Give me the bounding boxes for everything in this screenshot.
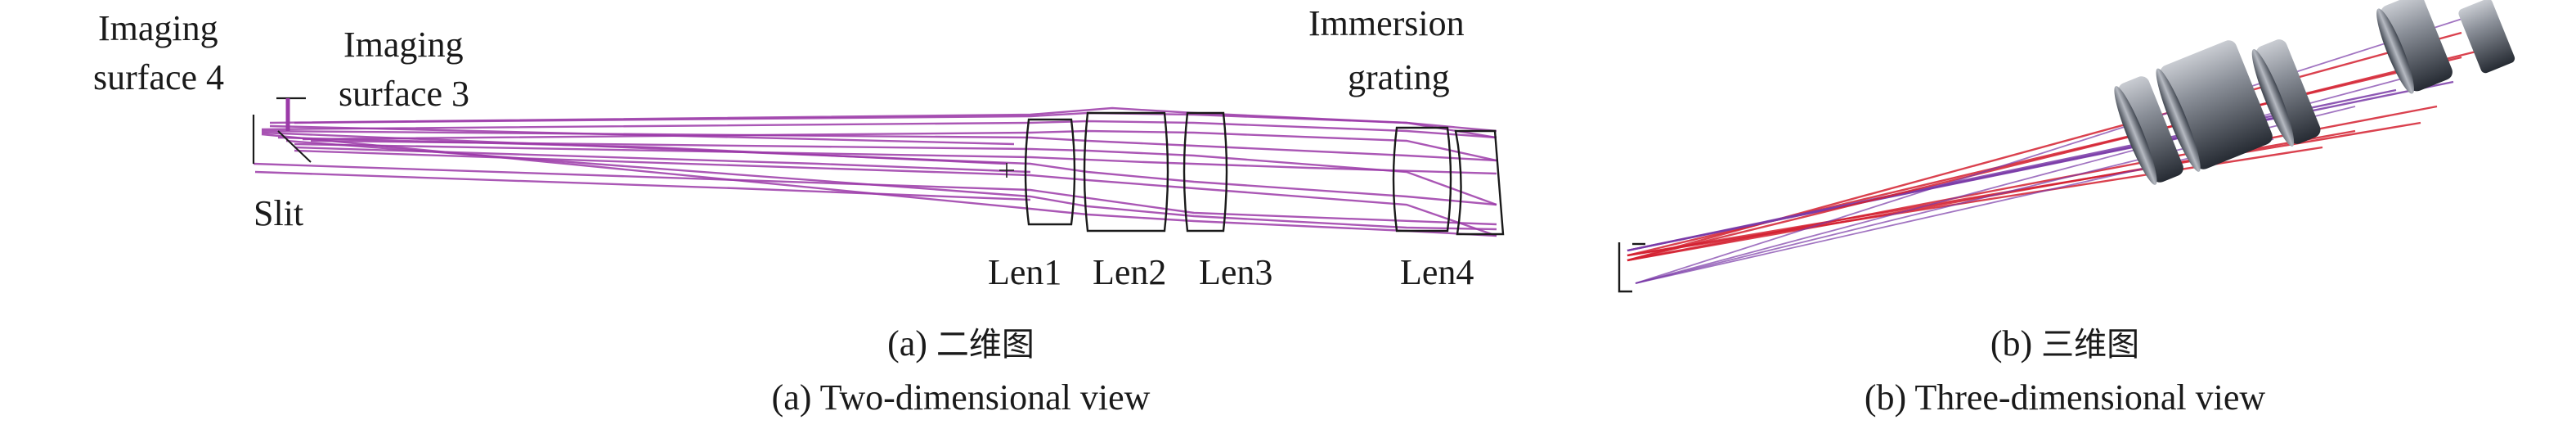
caption-3d-chinese: 三维图 bbox=[2041, 326, 2140, 364]
ray-2d-1 bbox=[261, 129, 1497, 162]
lens-3d-4-body bbox=[2381, 0, 2453, 92]
ray-2d-15 bbox=[294, 149, 1497, 237]
ray-2d-9 bbox=[253, 162, 1497, 226]
panel-3d-view: (b) 三维图 (b) Three-dimensional view bbox=[1554, 0, 2576, 429]
ray-2d-0 bbox=[261, 120, 1497, 139]
lens-cylinders-3d bbox=[2114, 0, 2515, 185]
ray-2d-8 bbox=[277, 136, 1007, 165]
len1-outline bbox=[1024, 118, 1076, 226]
label-imaging-surface-4-line2: surface 4 bbox=[93, 57, 225, 97]
immersion-grating-outline bbox=[1454, 129, 1505, 236]
label-imaging-surface-3-line1: Imaging bbox=[343, 25, 464, 65]
immersion-grating-3d-body bbox=[2458, 0, 2515, 74]
ray-2d-7 bbox=[294, 146, 1031, 174]
label-imaging-surface-3-line2: surface 3 bbox=[339, 74, 470, 114]
label-len2: Len2 bbox=[1093, 252, 1167, 292]
lens-3d-1-body bbox=[2118, 76, 2183, 183]
ray-bundle-2d bbox=[253, 106, 1497, 237]
ray-2d-14 bbox=[310, 139, 1497, 206]
ray-2d-10 bbox=[254, 170, 1031, 201]
len2-outline bbox=[1083, 111, 1169, 233]
len3-outline bbox=[1183, 111, 1228, 233]
lens-3d-3-face bbox=[2251, 49, 2295, 147]
lens-3d-3-body bbox=[2255, 39, 2321, 144]
immersion-grating-3d bbox=[2458, 0, 2515, 74]
caption-3d-en: (b) Three-dimensional view bbox=[1864, 377, 2266, 418]
lens-outlines-2d bbox=[1024, 111, 1505, 236]
lens-3d-3 bbox=[2251, 39, 2321, 147]
caption-2d-en: (a) Two-dimensional view bbox=[771, 377, 1151, 418]
ray-2d-13 bbox=[302, 129, 1497, 162]
ray-2d-5 bbox=[285, 139, 1497, 231]
label-len1: Len1 bbox=[988, 252, 1062, 292]
caption-2d-prefix: (a) bbox=[887, 323, 927, 364]
slit-marker bbox=[277, 130, 312, 163]
lens-3d-2 bbox=[2156, 40, 2273, 172]
label-len3: Len3 bbox=[1199, 252, 1273, 292]
caption-3d-cn: (b) 三维图 bbox=[1554, 323, 2576, 366]
caption-2d-cn: (a) 二维图 bbox=[0, 323, 1922, 366]
ray-3d-return-0 bbox=[1635, 16, 2471, 284]
label-slit: Slit bbox=[254, 193, 304, 233]
optical-layout-2d bbox=[252, 97, 1505, 237]
panel-2d-view: Imaging surface 4 Imaging surface 3 Slit… bbox=[93, 3, 1505, 418]
imaging-surface-3d bbox=[1618, 242, 1645, 293]
optical-layout-3d bbox=[1618, 0, 2515, 293]
lens-3d-2-face bbox=[2156, 68, 2201, 172]
caption-2d-chinese: 二维图 bbox=[936, 326, 1034, 364]
lens-3d-1 bbox=[2114, 76, 2183, 185]
ray-3d-9 bbox=[1627, 47, 2487, 262]
ray-2d-4 bbox=[269, 106, 1497, 133]
lens-3d-4 bbox=[2376, 0, 2453, 94]
lens-3d-4-face bbox=[2376, 8, 2414, 94]
lens-3d-1-face bbox=[2114, 86, 2157, 185]
imaging-surfaces-2d bbox=[252, 97, 1014, 178]
label-immersion-grating-line1: Immersion bbox=[1308, 3, 1465, 43]
label-len4: Len4 bbox=[1400, 252, 1474, 292]
len4-outline bbox=[1392, 126, 1452, 233]
caption-3d-prefix: (b) bbox=[1990, 323, 2033, 364]
label-imaging-surface-4-line1: Imaging bbox=[98, 8, 218, 48]
ray-2d-11 bbox=[269, 124, 1015, 146]
label-immersion-grating-line2: grating bbox=[1348, 57, 1450, 97]
detector-3d-bracket bbox=[1618, 242, 1632, 293]
ray-bundle-3d bbox=[1627, 16, 2487, 284]
